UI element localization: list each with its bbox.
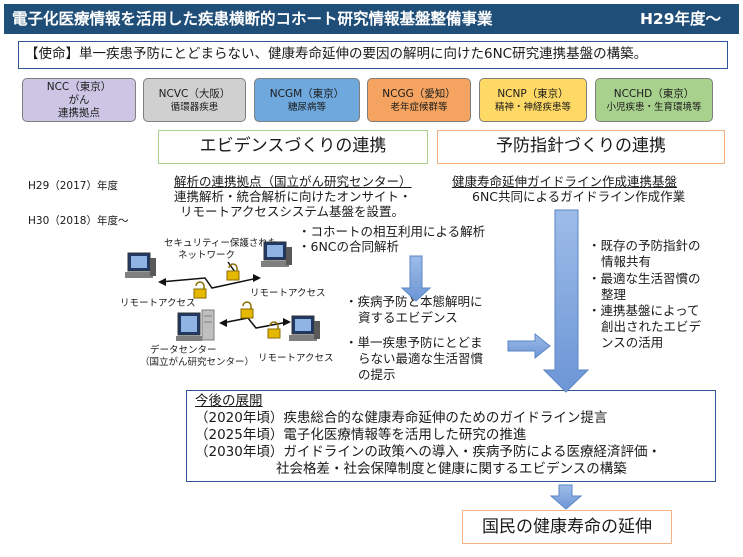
center-name: NCCHD（東京） bbox=[613, 88, 695, 100]
bullet-text: 整理 bbox=[601, 287, 627, 302]
lock-icon bbox=[193, 281, 207, 299]
data-center-label: データセンター （国立がん研究センター） bbox=[140, 345, 254, 369]
center-ncgm: NCGM（東京） 糖尿病等 bbox=[254, 78, 360, 122]
future-row: （2030年頃）ガイドラインの政策への導入・疾病予防による医療経済評価・ bbox=[195, 444, 661, 460]
secure-network-label: セキュリティー保護された ネットワーク bbox=[164, 238, 277, 262]
bullet-text: 疾病予防と本態解明に bbox=[357, 294, 483, 309]
future-row: （2025年頃）電子化医療情報等を活用した研究の推進 bbox=[195, 427, 527, 443]
center-ncgg: NCGG（愛知） 老年症候群等 bbox=[367, 78, 471, 122]
bullet-text: の提示 bbox=[358, 367, 396, 382]
remote-access-label: リモートアクセス bbox=[120, 298, 196, 309]
center-field: 老年症候群等 bbox=[390, 102, 448, 113]
lock-icon bbox=[267, 321, 281, 339]
evidence-header: エビデンスづくりの連携 bbox=[158, 130, 428, 164]
analysis-hub-title: 解析の連携拠点（国立がん研究センター） bbox=[174, 174, 412, 189]
center-field: 小児疾患・生育環境等 bbox=[606, 102, 702, 113]
secure-network-line1: セキュリティー保護された bbox=[164, 238, 278, 249]
center-name: NCGG（愛知） bbox=[382, 88, 456, 100]
future-plans-box: 今後の展開 （2020年頃）疾患総合的な健康寿命延伸のためのガイドライン提言 （… bbox=[186, 390, 716, 482]
analysis-hub-line2: リモートアクセスシステム基盤を設置。 bbox=[180, 204, 405, 219]
guideline-line1: 6NC共同によるガイドライン作成作業 bbox=[472, 189, 686, 204]
page-title: 電子化医療情報を活用した疾患横断的コホート研究情報基盤整備事業 bbox=[12, 10, 493, 28]
center-ncchd: NCCHD（東京） 小児疾患・生育環境等 bbox=[595, 78, 713, 122]
future-row: （2020年頃）疾患総合的な健康寿命延伸のためのガイドライン提言 bbox=[195, 410, 608, 426]
data-center-line1: データセンター bbox=[150, 345, 217, 356]
future-title: 今後の展開 bbox=[195, 393, 263, 409]
center-ncc: NCC（東京） がん 連携拠点 bbox=[22, 78, 136, 122]
arrow-down-prevention bbox=[542, 209, 590, 393]
arrowhead bbox=[219, 319, 227, 327]
center-name: NCC（東京） bbox=[46, 81, 112, 93]
cohort-bullet: ・6NCの合同解析 bbox=[298, 239, 400, 254]
bullet-text: 資するエビデンス bbox=[358, 310, 458, 325]
bullet-text: 連携基盤によって bbox=[600, 303, 700, 318]
evidence-bullet: ・単一疾患予防にとどま らない最適な生活習慣 の提示 bbox=[345, 335, 484, 382]
year-label-h30: H30（2018）年度～ bbox=[28, 215, 129, 227]
center-field: がん bbox=[68, 94, 90, 106]
secure-network-line2: ネットワーク bbox=[178, 250, 236, 261]
arrow-right bbox=[507, 332, 551, 360]
analysis-hub-line1: 連携解析・統合解析に向けたオンサイト・ bbox=[174, 189, 412, 204]
arrow-down-evidence bbox=[400, 255, 432, 302]
mission-statement: 【使命】単一疾患予防にとどまらない、健康寿命延伸の要因の解明に向けた6NC研究連… bbox=[18, 41, 728, 69]
lock-icon bbox=[226, 263, 240, 281]
computer-icon bbox=[289, 315, 320, 341]
server-icon bbox=[176, 309, 215, 341]
bullet-text: 既存の予防指針の bbox=[600, 238, 701, 253]
evidence-bullet: ・疾病予防と本態解明に 資するエビデンス bbox=[345, 294, 483, 325]
center-role: 連携拠点 bbox=[58, 107, 100, 119]
arrowhead bbox=[283, 318, 291, 326]
bullet-text: らない最適な生活習慣 bbox=[358, 351, 484, 366]
arrowhead bbox=[253, 274, 261, 282]
title-bar: 電子化医療情報を活用した疾患横断的コホート研究情報基盤整備事業 H29年度～ bbox=[4, 4, 739, 34]
remote-access-label: リモートアクセス bbox=[250, 288, 326, 299]
bullet-text: ンスの活用 bbox=[601, 335, 664, 350]
computer-icon bbox=[261, 241, 292, 267]
lock-icon bbox=[240, 301, 254, 319]
prevention-bullet: ・連携基盤によって 創出されたエビデ ンスの活用 bbox=[588, 303, 702, 350]
center-name: NCGM（東京） bbox=[269, 88, 345, 100]
prevention-header: 予防指針づくりの連携 bbox=[437, 130, 725, 164]
center-field: 精神・神経疾患等 bbox=[494, 102, 571, 113]
network-links bbox=[159, 261, 289, 329]
arrow-down-final bbox=[549, 484, 583, 510]
bullet-text: 創出されたエビデ bbox=[601, 319, 702, 334]
bullet-text: 情報共有 bbox=[601, 254, 652, 269]
bullet-text: 最適な生活習慣の bbox=[600, 271, 701, 286]
future-row: 社会格差・社会保障制度と健康に関するエビデンスの構築 bbox=[195, 461, 627, 477]
remote-access-label: リモートアクセス bbox=[258, 353, 334, 364]
final-goal-box: 国民の健康寿命の延伸 bbox=[462, 510, 672, 544]
arrowhead bbox=[158, 278, 166, 286]
center-name: NCNP（東京） bbox=[497, 88, 569, 100]
title-year: H29年度～ bbox=[639, 10, 721, 28]
center-name: NCVC（大阪） bbox=[158, 88, 231, 100]
bullet-text: 単一疾患予防にとどま bbox=[357, 335, 483, 350]
center-ncvc: NCVC（大阪） 循環器疾患 bbox=[143, 78, 246, 122]
center-field: 循環器疾患 bbox=[170, 102, 219, 113]
prevention-bullet: ・既存の予防指針の 情報共有 bbox=[588, 238, 701, 269]
cohort-bullet: ・コホートの相互利用による解析 bbox=[298, 224, 486, 239]
center-field: 糖尿病等 bbox=[287, 102, 326, 113]
year-label-h29: H29（2017）年度 bbox=[28, 180, 118, 192]
guideline-title: 健康寿命延伸ガイドライン作成連携基盤 bbox=[452, 174, 678, 189]
center-ncnp: NCNP（東京） 精神・神経疾患等 bbox=[479, 78, 587, 122]
computer-icon bbox=[125, 252, 156, 278]
data-center-line2: （国立がん研究センター） bbox=[140, 357, 255, 368]
prevention-bullet: ・最適な生活習慣の 整理 bbox=[588, 271, 701, 302]
